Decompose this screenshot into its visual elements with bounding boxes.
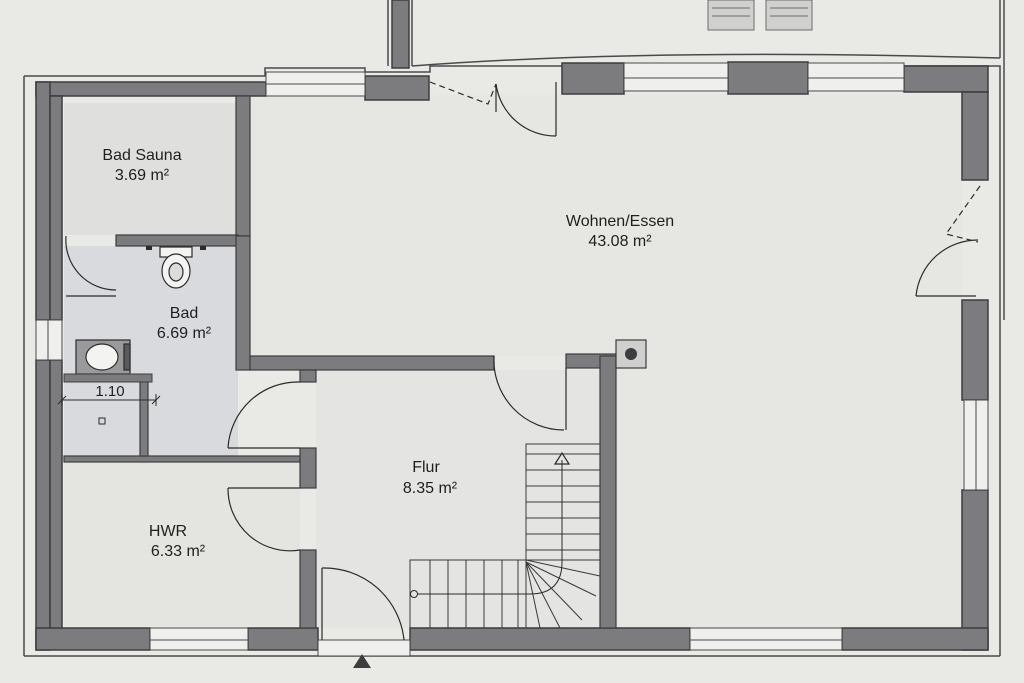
dimension-line xyxy=(57,394,161,406)
stair-arrow-icon xyxy=(553,451,571,465)
room-name-wohnen-essen: Wohnen/Essen xyxy=(566,213,674,230)
sink-icon xyxy=(75,339,131,375)
room-floors xyxy=(64,94,962,628)
stair-walking-line xyxy=(416,460,563,595)
bath-fittings xyxy=(146,246,206,250)
room-area-bad-sauna: 3.69 m² xyxy=(115,167,170,184)
staircase xyxy=(409,443,601,629)
shower-drain-icon xyxy=(98,417,106,425)
vanity-counter xyxy=(63,373,153,383)
room-area-flur: 8.35 m² xyxy=(403,480,458,497)
room-name-hwr: HWR xyxy=(149,523,187,540)
roof-window-icon xyxy=(707,0,813,31)
doors xyxy=(65,81,981,641)
room-name-flur: Flur xyxy=(412,459,440,476)
room-area-wohnen-essen: 43.08 m² xyxy=(588,233,652,250)
shower-width-label: 1.10 xyxy=(95,383,124,400)
room-name-bad-sauna: Bad Sauna xyxy=(102,147,181,164)
chimney-icon xyxy=(615,339,647,369)
outer-walls xyxy=(23,61,1001,657)
room-name-bad: Bad xyxy=(170,305,198,322)
room-area-hwr: 6.33 m² xyxy=(151,543,206,560)
room-area-bad: 6.69 m² xyxy=(157,325,212,342)
windows xyxy=(35,62,989,657)
toilet-icon xyxy=(159,246,193,289)
upper-building xyxy=(387,0,1005,320)
entrance-arrow-icon xyxy=(353,654,371,668)
